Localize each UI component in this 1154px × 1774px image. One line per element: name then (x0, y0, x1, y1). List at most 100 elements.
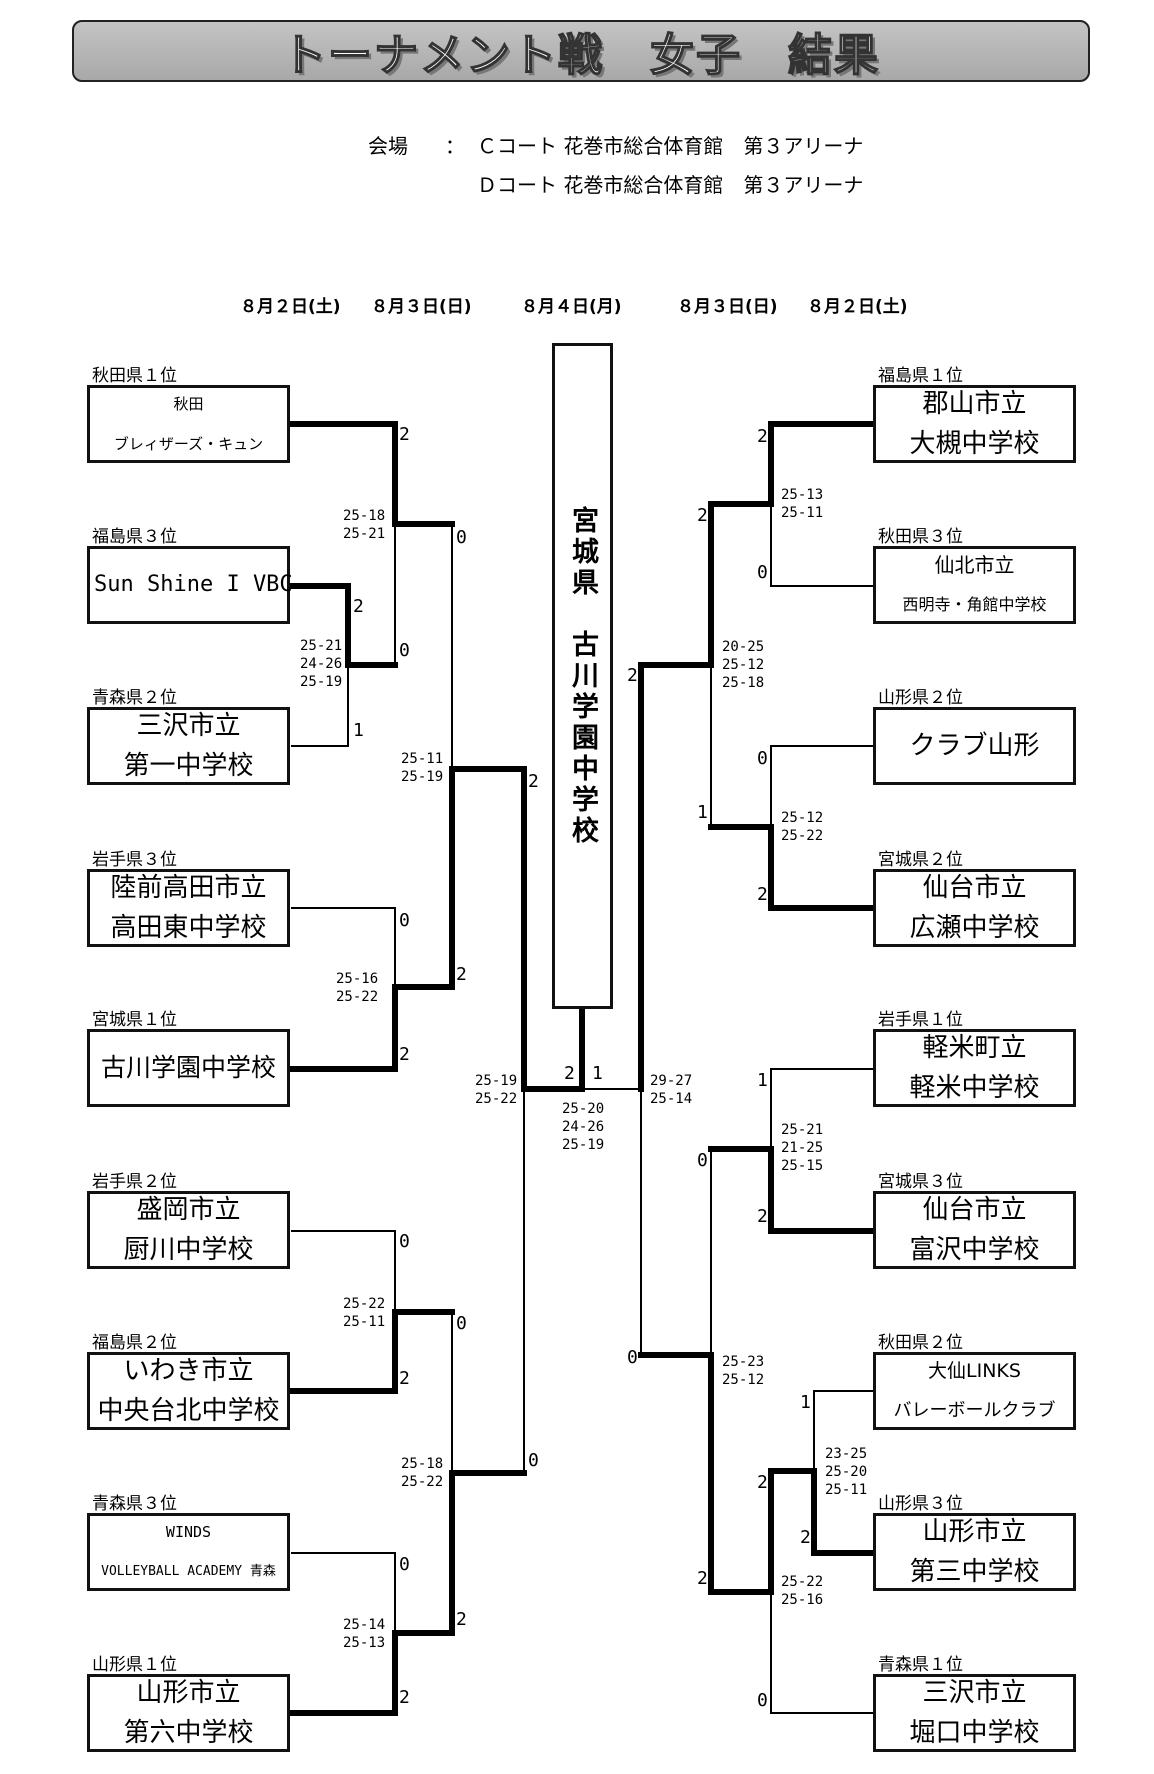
team-name-line: 堀口中学校 (909, 1718, 1040, 1748)
match-score: 2 (757, 884, 768, 905)
line-L-r2b-winner (289, 984, 398, 1072)
seed-label: 秋田県２位 (878, 1333, 963, 1353)
seed-label: 岩手県２位 (92, 1172, 177, 1192)
line-R-r2d-loser (770, 1591, 874, 1714)
champion-name: 宮城県 古川学園中学校 (567, 506, 598, 847)
seed-label: 秋田県１位 (92, 366, 177, 386)
seed-label: 岩手県１位 (878, 1010, 963, 1030)
team-name-line: 西明寺・角館中学校 (902, 595, 1047, 614)
team-name-line: 富沢中学校 (909, 1235, 1040, 1265)
title-banner: トーナメント戦 女子 結果 (72, 20, 1090, 82)
page-title: トーナメント戦 女子 結果 (281, 29, 880, 82)
team-name-line: VOLLEYBALL ACADEMY 青森 (101, 1564, 276, 1579)
team-box: 仙台市立 富沢中学校 (873, 1191, 1076, 1269)
set-scores: 25-18 25-22 (401, 1456, 444, 1490)
line-L-r1-winner (289, 583, 351, 668)
team-name-line: 第三中学校 (909, 1557, 1040, 1587)
line-R-sf-winner (638, 662, 714, 1092)
set-scores: 23-25 25-20 25-11 (825, 1446, 868, 1498)
match-score: 2 (757, 1472, 768, 1493)
team-box: Sun Shine I VBC (87, 546, 293, 624)
match-score: 2 (697, 505, 708, 526)
match-score: 1 (757, 1070, 768, 1091)
line-L-r2d-winner (289, 1630, 398, 1716)
seed-label: 秋田県３位 (878, 527, 963, 547)
set-scores: 25-12 25-22 (781, 810, 824, 844)
team-name-line: 広瀬中学校 (909, 913, 1040, 943)
set-scores: 29-27 25-14 (650, 1073, 693, 1107)
set-scores: 25-19 25-22 (475, 1073, 518, 1107)
match-score: 2 (353, 596, 364, 617)
venue-court-c: Ｃコート 花巻市総合体育館 第３アリーナ (477, 134, 864, 158)
team-name-line: 山形市立 (136, 1678, 241, 1708)
date-right-round2: ８月３日(日) (677, 297, 778, 317)
line-R-r2b-winner (768, 824, 876, 911)
set-scores: 25-23 25-12 (722, 1354, 765, 1388)
match-score: 1 (800, 1392, 811, 1413)
seed-label: 青森県３位 (92, 1494, 177, 1514)
team-name-line: 古川学園中学校 (100, 1053, 276, 1082)
venue-label: 会場 (368, 134, 408, 158)
match-score: 0 (399, 1554, 410, 1575)
final-score-right: 1 (592, 1063, 603, 1084)
team-name-line: 仙台市立 (922, 873, 1027, 903)
team-box: 郡山市立 大槻中学校 (873, 385, 1076, 463)
seed-label: 青森県１位 (878, 1655, 963, 1675)
team-name-line: 仙北市立 (934, 553, 1015, 577)
set-scores: 25-11 25-19 (401, 751, 444, 785)
set-scores: 20-25 25-12 25-18 (722, 639, 765, 691)
date-right-round1: ８月２日(土) (807, 297, 908, 317)
team-box: 陸前高田市立 高田東中学校 (87, 869, 290, 947)
seed-label: 福島県３位 (92, 527, 177, 547)
final-score-left: 2 (564, 1063, 575, 1084)
line-R-r1-loser (813, 1390, 874, 1472)
team-box: WINDS VOLLEYBALL ACADEMY 青森 (87, 1513, 290, 1591)
set-scores: 25-18 25-21 (343, 508, 386, 542)
team-name-line: 厨川中学校 (123, 1235, 254, 1265)
team-box: 秋田 ブレィザーズ・キュン (87, 385, 290, 463)
match-score: 2 (800, 1527, 811, 1548)
seed-label: 青森県２位 (92, 688, 177, 708)
match-score: 0 (399, 910, 410, 931)
team-box: 山形市立 第三中学校 (873, 1513, 1076, 1591)
match-score: 0 (399, 640, 410, 661)
team-name-line: 軽米町立 (922, 1033, 1027, 1063)
team-name-line: 第一中学校 (123, 751, 254, 781)
line-R-r2c-loser (770, 1068, 874, 1150)
line-L-r2a-winner (289, 421, 398, 527)
match-score: 2 (399, 1687, 410, 1708)
match-score: 2 (399, 1368, 410, 1389)
line-R-r2a-loser (770, 503, 874, 587)
match-score: 0 (627, 1347, 638, 1368)
set-scores: 25-21 21-25 25-15 (781, 1122, 824, 1174)
team-name-line: ブレィザーズ・キュン (113, 435, 264, 453)
team-name-line: 陸前高田市立 (110, 873, 267, 903)
venue-separator: ： (445, 134, 465, 158)
team-name-line: 秋田 (173, 395, 204, 413)
team-box: いわき市立 中央台北中学校 (87, 1352, 290, 1430)
line-L-r3a-winner (392, 766, 455, 990)
set-scores: 25-14 25-13 (343, 1617, 386, 1651)
seed-label: 岩手県３位 (92, 850, 177, 870)
match-score: 1 (697, 802, 708, 823)
seed-label: 宮城県３位 (878, 1172, 963, 1192)
match-score: 0 (456, 1313, 467, 1334)
team-name-line: WINDS (165, 1523, 212, 1541)
match-score: 2 (399, 1044, 410, 1065)
set-scores: 25-21 24-26 25-19 (300, 638, 343, 690)
team-name-line: 中央台北中学校 (97, 1396, 280, 1426)
line-R-r2d-winner (768, 1468, 817, 1595)
set-scores: 25-22 25-16 (781, 1574, 824, 1608)
match-score: 0 (399, 1231, 410, 1252)
seed-label: 山形県３位 (878, 1494, 963, 1514)
team-box: 仙北市立 西明寺・角館中学校 (873, 546, 1076, 624)
seed-label: 福島県２位 (92, 1333, 177, 1353)
set-scores: 25-16 25-22 (336, 971, 379, 1005)
match-score: 2 (456, 964, 467, 985)
line-R-r2a-winner (768, 421, 876, 507)
match-score: 0 (456, 527, 467, 548)
line-L-r1-loser (291, 664, 349, 747)
team-box: 軽米町立 軽米中学校 (873, 1029, 1076, 1107)
match-score: 0 (757, 562, 768, 583)
seed-label: 山形県２位 (878, 688, 963, 708)
